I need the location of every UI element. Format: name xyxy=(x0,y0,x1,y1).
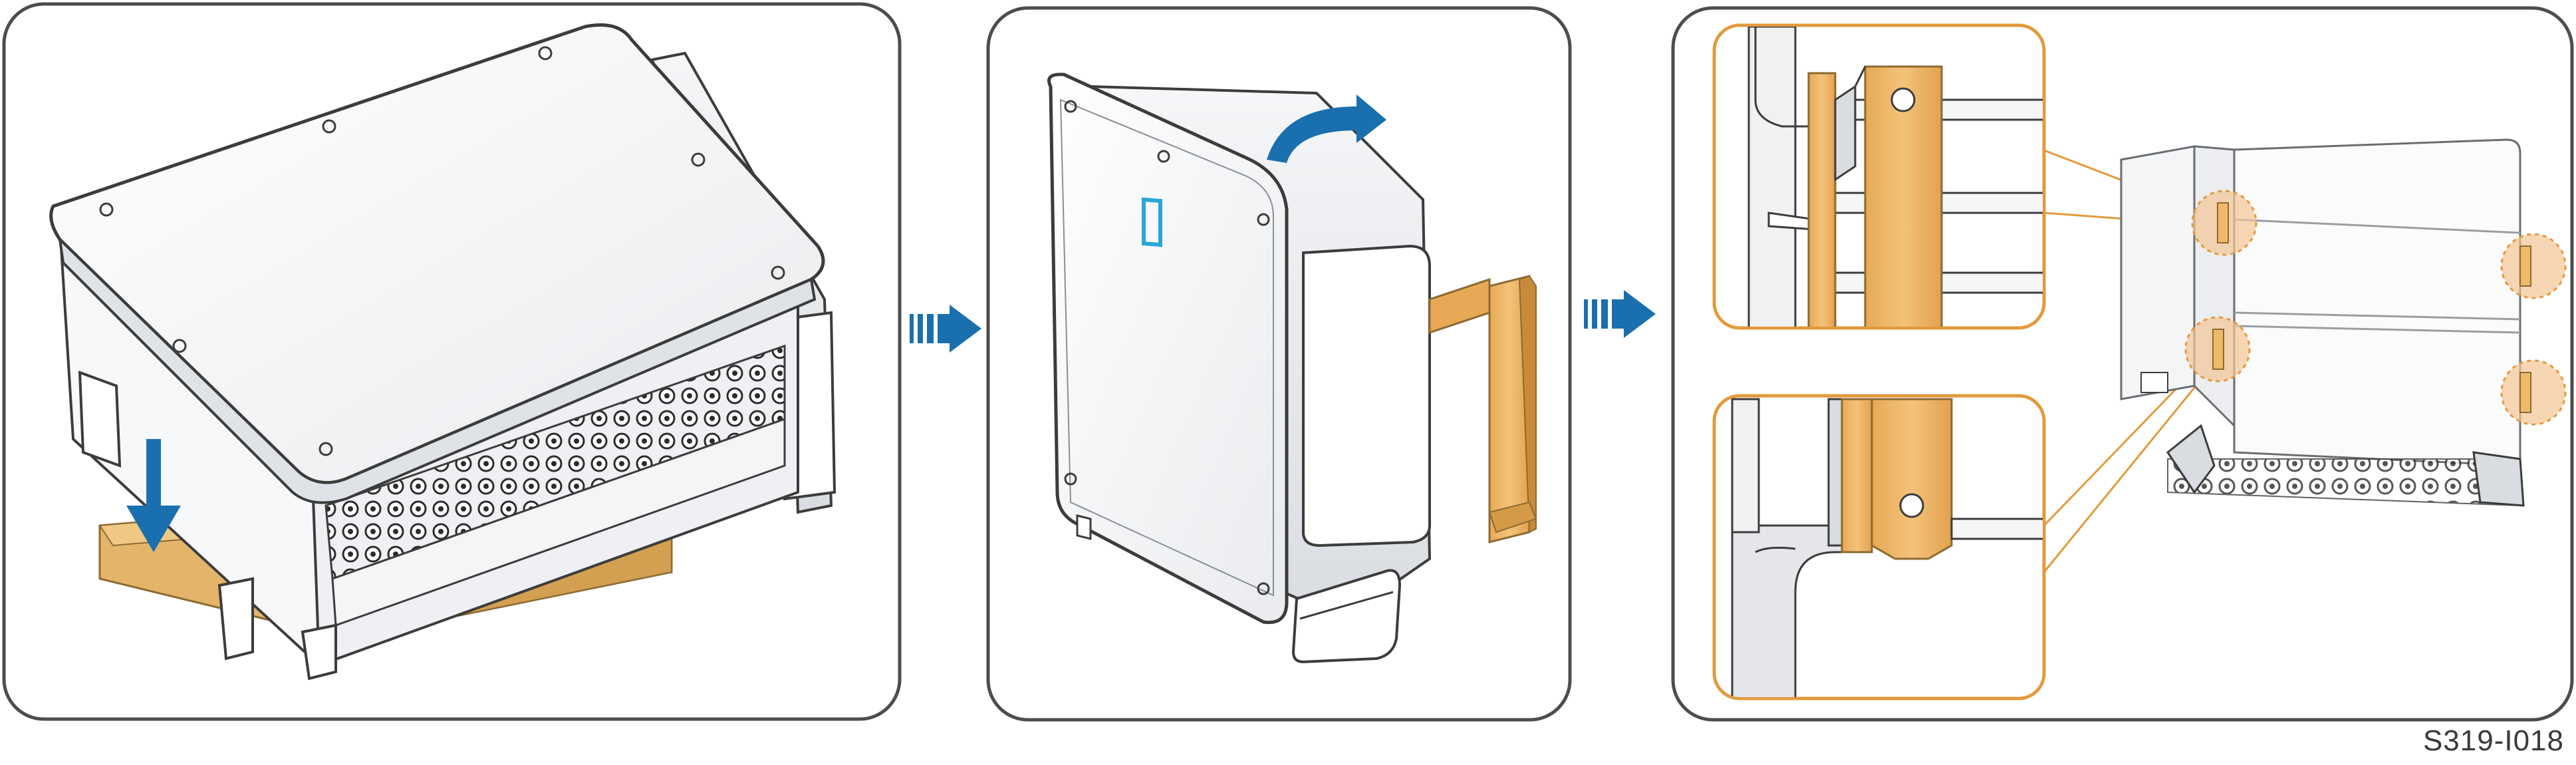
inverter-mounted-overview xyxy=(2120,138,2525,507)
bracket-markers xyxy=(2212,202,2531,413)
inverter-logo-icon xyxy=(1142,197,1162,247)
rotate-arrow-icon xyxy=(1267,94,1386,163)
panel-step-2 xyxy=(986,6,1572,722)
highlight-circles xyxy=(2184,190,2567,426)
callout-upper-hook xyxy=(1712,23,2046,330)
flow-arrow-icon xyxy=(910,305,981,353)
door-screws xyxy=(1064,100,1270,595)
panel-step-1 xyxy=(2,2,902,721)
figure-code: S319-I018 xyxy=(2422,724,2564,757)
arrow-down-icon xyxy=(126,439,181,552)
inverter-unit-upright xyxy=(1047,73,1432,664)
inverter-unit-flat xyxy=(49,23,837,681)
flow-arrow-icon xyxy=(1584,290,1656,338)
mounting-bracket xyxy=(1428,275,1537,543)
lid-screws xyxy=(99,46,785,456)
callout-lower-hook xyxy=(1712,394,2046,700)
panel-step-3 xyxy=(1671,6,2574,722)
